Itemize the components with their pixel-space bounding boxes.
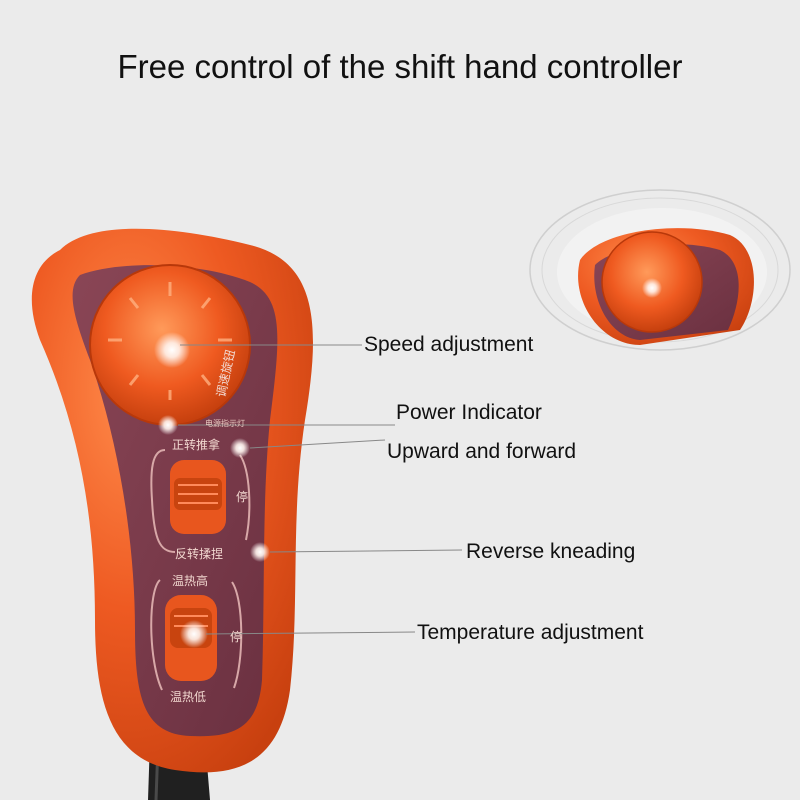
reverse-kneading-label: Reverse kneading (466, 540, 636, 563)
inset-detail (529, 189, 791, 351)
power-indicator-label: Power Indicator (396, 401, 542, 424)
upper-stop-label: 停 (236, 490, 249, 504)
upward-forward-label: Upward and forward (387, 440, 577, 463)
heat-high-label: 温热高 (172, 574, 209, 588)
forward-push-label: 正转推拿 (172, 438, 221, 452)
power-indicator-light (158, 415, 178, 435)
power-light-label: 电源指示灯 (205, 419, 245, 428)
reverse-knead-label: 反转揉捏 (175, 547, 224, 561)
heat-low-label: 温热低 (170, 690, 207, 704)
speed-adjustment-label: Speed adjustment (364, 333, 534, 356)
lower-stop-label: 停 (230, 630, 243, 644)
leader-lines (178, 344, 463, 635)
temperature-adjustment-label: Temperature adjustment (417, 621, 644, 644)
page-title: Free control of the shift hand controlle… (117, 48, 683, 85)
